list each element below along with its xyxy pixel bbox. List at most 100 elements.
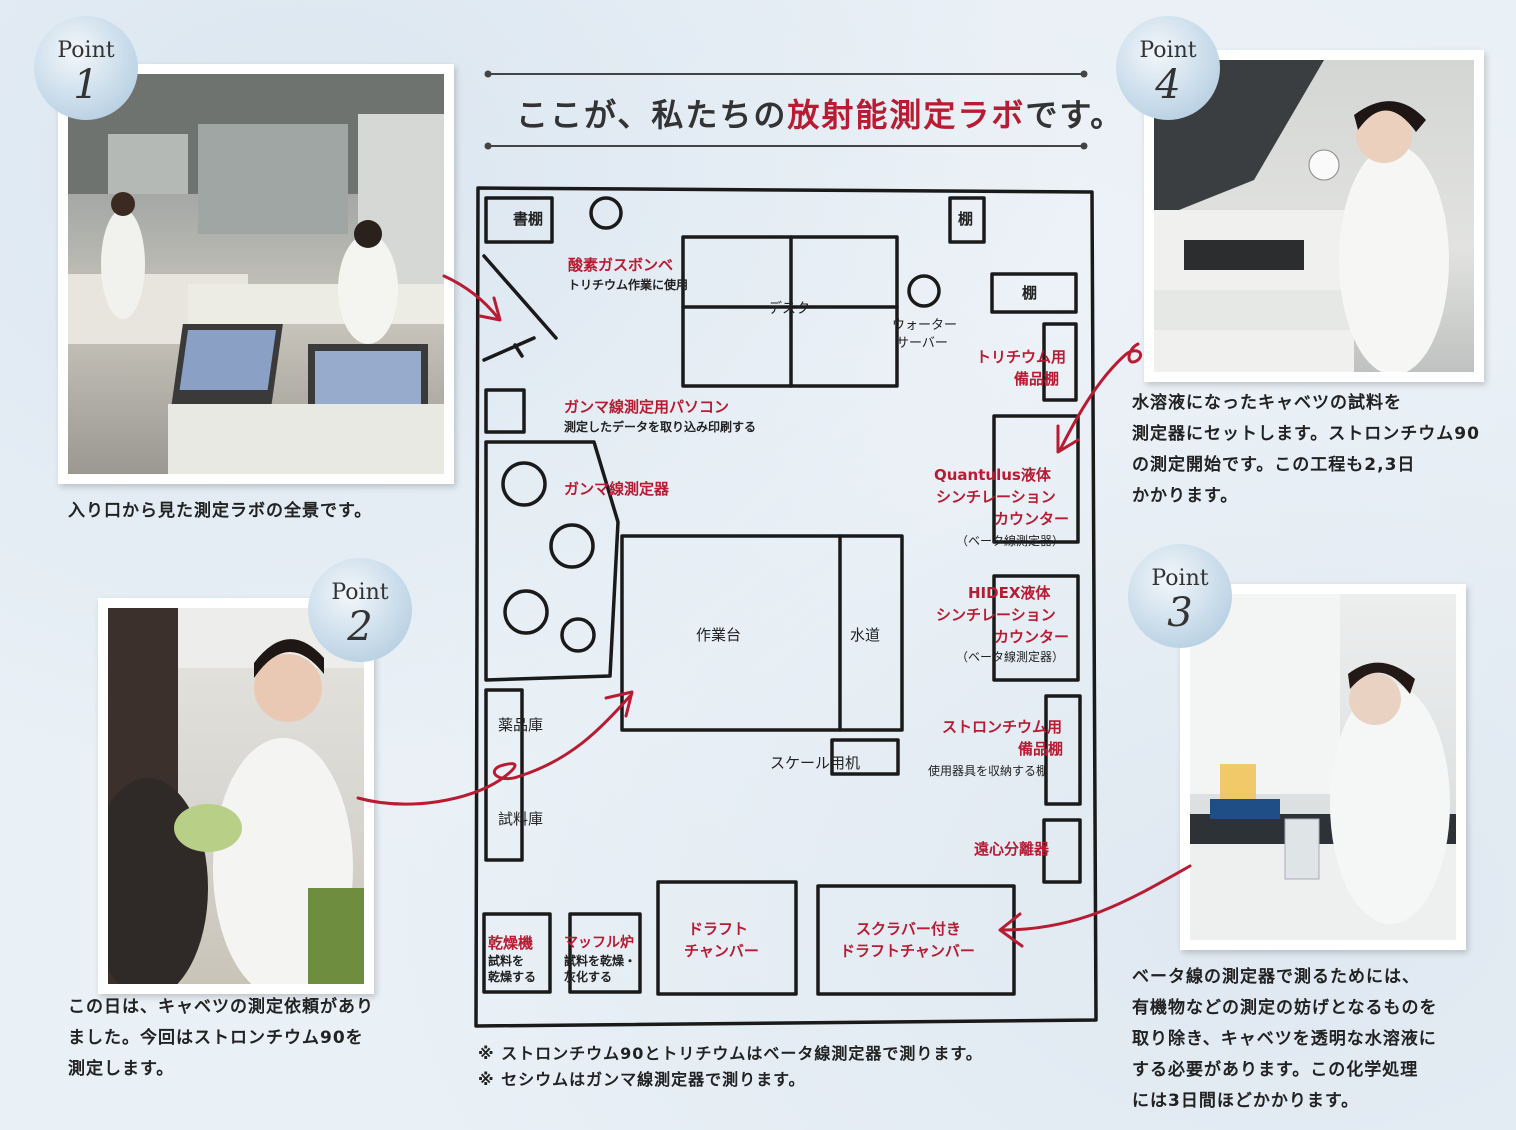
point-4-badge: Point 4: [1116, 16, 1220, 120]
label-draft-1: ドラフト: [688, 920, 749, 938]
label-dryer: 乾燥機: [488, 934, 534, 952]
label-water-server-1: ウォーター: [892, 318, 958, 333]
label-workbench: 作業台: [696, 626, 742, 644]
caption-line: 入り口から見た測定ラボの全景です。: [68, 501, 373, 521]
label-shelf-top: 棚: [958, 210, 974, 228]
point-4-label: Point: [1139, 38, 1197, 63]
label-quantulus-3: カウンター: [994, 510, 1070, 528]
arrow-point4: [1056, 342, 1143, 454]
door-swing: [482, 254, 558, 362]
strontium-shelf-box: [1044, 694, 1082, 806]
point-3-number: 3: [1167, 590, 1193, 636]
outer-wall: [474, 186, 1098, 1028]
photo-lab-overview: [58, 64, 454, 484]
title-rules: [484, 70, 1088, 150]
label-strontium-shelf-1: ストロンチウム用: [942, 718, 1063, 736]
label-quantulus-sub: （ベータ線測定器）: [956, 534, 1065, 548]
caption-line: ました。今回はストロンチウム90を: [68, 1028, 364, 1048]
label-hidex-2: シンチレーション: [936, 606, 1056, 624]
label-muffle-sub-1: 試料を乾燥・: [564, 954, 637, 968]
arrow-point2: [356, 690, 634, 806]
label-centrifuge: 遠心分離器: [974, 840, 1050, 858]
point-2-badge: Point 2: [308, 558, 412, 662]
lab-overview-illustration: [68, 74, 444, 474]
workbench-box: [620, 534, 904, 732]
caption-line: 測定器にセットします。ストロンチウム90: [1132, 424, 1480, 444]
label-hidex-1: HIDEX液体: [968, 584, 1051, 602]
point-1-number: 1: [73, 62, 99, 108]
muffle-box: [568, 912, 642, 994]
tritium-shelf-box: [1042, 322, 1078, 402]
point-3-label: Point: [1151, 566, 1209, 591]
caption-line: する必要があります。この化学処理: [1132, 1060, 1419, 1080]
gamma-detector-circle-1: [501, 461, 547, 507]
centrifuge-box: [1042, 818, 1082, 884]
title-suffix: です。: [1025, 96, 1125, 134]
label-gamma-pc-sub: 測定したデータを取り込み印刷する: [564, 420, 757, 434]
hidex-box: [992, 574, 1080, 682]
label-gamma-detector: ガンマ線測定器: [564, 480, 670, 498]
water-server-circle: [907, 274, 941, 308]
label-shelf-right: 棚: [1022, 284, 1038, 302]
point-1-label: Point: [57, 38, 115, 63]
gamma-detector-box: [484, 440, 620, 682]
label-scrubber-2: ドラフトチャンバー: [840, 942, 975, 960]
caption-line: この日は、キャベツの測定依頼があり: [68, 997, 374, 1017]
label-muffle-sub-2: 灰化する: [564, 970, 613, 984]
scale-desk-box: [830, 738, 900, 776]
cabbage-request-illustration: [108, 608, 364, 984]
label-oxygen-cylinder-sub: トリチウム作業に使用: [568, 278, 689, 292]
photo-set-sample: [1144, 50, 1484, 382]
label-tritium-shelf-1: トリチウム用: [976, 348, 1067, 366]
label-scale-desk: スケール用机: [770, 754, 861, 772]
gamma-pc-box: [484, 388, 526, 434]
draft-box: [656, 880, 798, 996]
label-draft-2: チャンバー: [684, 942, 759, 960]
point-2-caption: この日は、キャベツの測定依頼があり ました。今回はストロンチウム90を 測定しま…: [68, 992, 374, 1085]
page-title: ここが、私たちの放射能測定ラボです。: [516, 90, 1124, 136]
caption-line: かかります。: [1132, 486, 1239, 506]
caption-line: ベータ線の測定器で測るためには、: [1132, 967, 1420, 987]
label-hidex-3: カウンター: [994, 628, 1070, 646]
caption-line: 測定します。: [68, 1059, 175, 1079]
photo-chemical-processing: [1180, 584, 1466, 950]
caption-line: 水溶液になったキャベツの試料を: [1132, 393, 1402, 413]
point-2-label: Point: [331, 580, 389, 605]
label-scrubber-1: スクラバー付き: [856, 920, 961, 938]
label-bookshelf: 書棚: [513, 210, 544, 228]
gamma-detector-circle-4: [560, 617, 596, 653]
point-3-badge: Point 3: [1128, 544, 1232, 648]
dryer-box: [482, 912, 552, 994]
gamma-detector-circle-3: [503, 589, 549, 635]
label-quantulus-2: シンチレーション: [936, 488, 1056, 506]
label-sink: 水道: [850, 626, 881, 644]
set-sample-illustration: [1154, 60, 1449, 372]
point-1-badge: Point 1: [34, 16, 138, 120]
label-hidex-sub: （ベータ線測定器）: [956, 650, 1065, 664]
label-water-server-2: サーバー: [896, 336, 948, 351]
caption-line: 有機物などの測定の妨げとなるものを: [1132, 998, 1438, 1018]
title-highlight: 放射能測定ラボ: [787, 96, 1026, 134]
label-dryer-sub-2: 乾燥する: [488, 970, 537, 984]
title-prefix: ここが、私たちの: [516, 96, 788, 134]
bookshelf-box: [484, 196, 554, 244]
label-strontium-shelf-sub: 使用器具を収納する棚: [928, 764, 1049, 778]
label-chemical-storage: 薬品庫: [498, 716, 544, 734]
note-gamma: ※ セシウムはガンマ線測定器で測ります。: [478, 1070, 806, 1089]
point-4-number: 4: [1155, 62, 1181, 108]
gamma-detector-circle-2: [549, 523, 595, 569]
photo-cabbage-request: [98, 598, 374, 994]
point-1-caption: 入り口から見た測定ラボの全景です。: [68, 496, 372, 527]
label-gamma-pc: ガンマ線測定用パソコン: [564, 398, 730, 416]
label-sample-storage: 試料庫: [498, 810, 544, 828]
label-strontium-shelf-2: 備品棚: [1018, 740, 1064, 758]
point-3-caption: ベータ線の測定器で測るためには、 有機物などの測定の妨げとなるものを 取り除き、…: [1132, 962, 1438, 1117]
note-beta: ※ ストロンチウム90とトリチウムはベータ線測定器で測ります。: [478, 1044, 983, 1063]
arrow-point1: [442, 274, 502, 322]
label-dryer-sub-1: 試料を: [488, 954, 525, 968]
label-quantulus-1: Quantulus液体: [934, 466, 1051, 484]
label-tritium-shelf-2: 備品棚: [1014, 370, 1060, 388]
caption-line: 取り除き、キャベツを透明な水溶液に: [1132, 1029, 1437, 1049]
